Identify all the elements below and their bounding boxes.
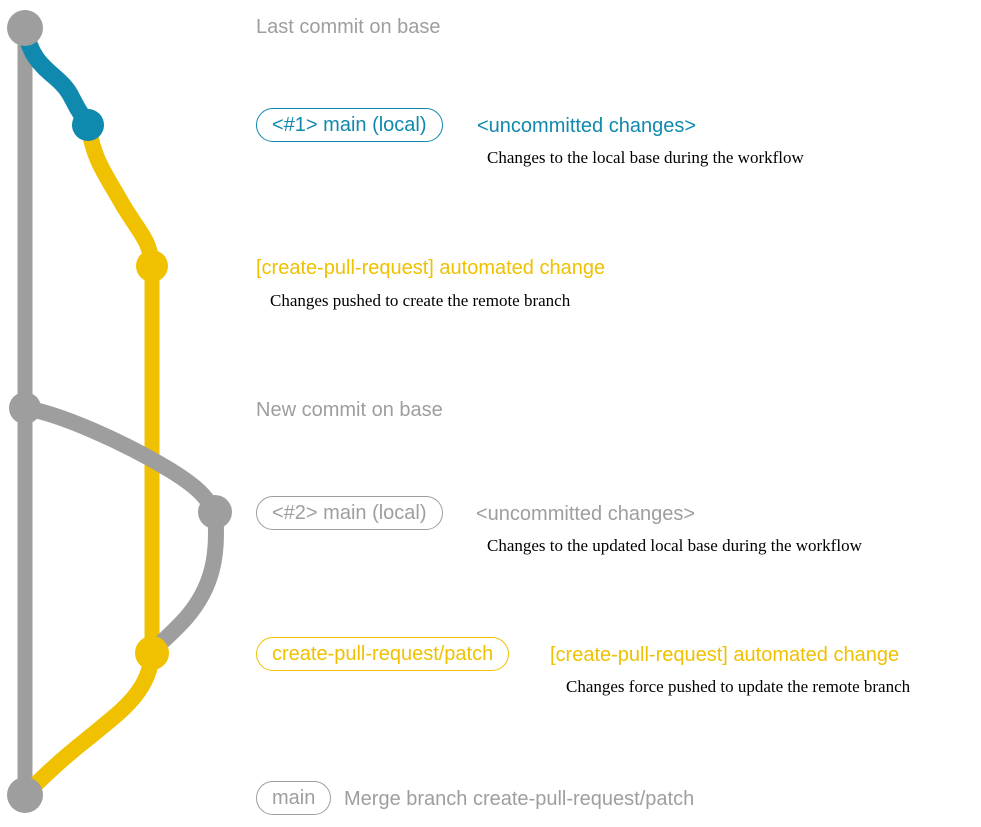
patch-branch-yellow-line-upper	[80, 117, 160, 274]
commit-node-patch-2[interactable]	[135, 636, 169, 670]
headline-uncommitted-changes-1: <uncommitted changes>	[477, 115, 697, 137]
local-branch-gray-line-in	[144, 504, 225, 661]
commit-node-merge[interactable]	[7, 777, 43, 813]
headline-merge-branch: Merge branch create-pull-request/patch	[344, 788, 695, 810]
branch-pill-local-main-1[interactable]: <#1> main (local)	[256, 108, 443, 142]
headline-last-commit-on-base: Last commit on base	[256, 16, 441, 38]
subcaption-local-base-workflow: Changes to the local base during the wor…	[487, 148, 804, 167]
branch-pill-local-main-2[interactable]: <#2> main (local)	[256, 496, 443, 530]
subcaption-changes-pushed-create: Changes pushed to create the remote bran…	[270, 291, 571, 310]
subcaption-updated-local-base-workflow: Changes to the updated local base during…	[487, 536, 862, 555]
commit-node-local-main-2[interactable]	[198, 495, 232, 529]
headline-automated-change-2: [create-pull-request] automated change	[550, 644, 900, 666]
local-branch-gray-line-out	[17, 400, 223, 520]
subcaption-force-pushed-update: Changes force pushed to update the remot…	[566, 677, 911, 696]
commit-node-last-base[interactable]	[7, 10, 43, 46]
headline-automated-change-1: [create-pull-request] automated change	[256, 257, 606, 279]
branch-pill-create-pull-request-patch[interactable]: create-pull-request/patch	[256, 637, 510, 671]
commit-node-patch-1[interactable]	[136, 250, 168, 282]
headline-new-commit-on-base: New commit on base	[256, 399, 443, 421]
merge-yellow-line	[17, 645, 160, 803]
commit-node-new-base[interactable]	[9, 392, 41, 424]
branch-pill-main[interactable]: main	[256, 781, 332, 815]
commit-node-local-main-1[interactable]	[72, 109, 104, 141]
headline-uncommitted-changes-2: <uncommitted changes>	[476, 503, 696, 525]
